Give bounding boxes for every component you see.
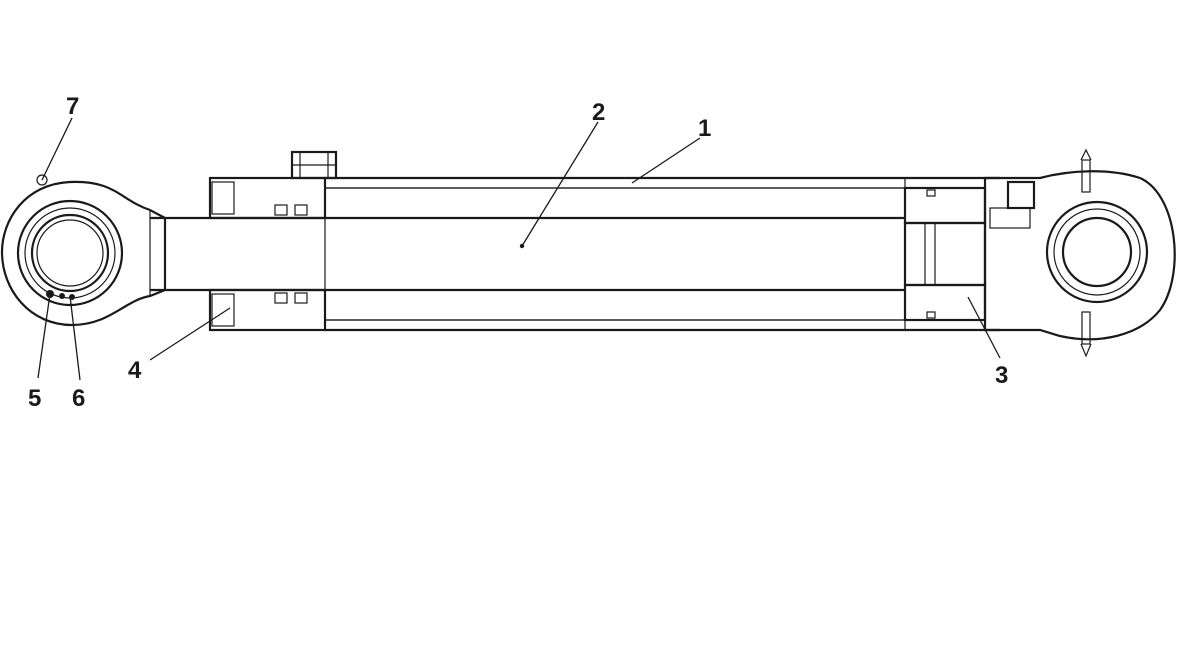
callout-4: 4 — [128, 357, 142, 384]
leader-6 — [69, 295, 81, 381]
leader-lines — [37, 117, 1001, 381]
callout-6: 6 — [72, 385, 85, 412]
rod-end-eye — [0, 174, 167, 327]
callout-3: 3 — [995, 362, 1008, 389]
leader-4 — [149, 307, 231, 361]
piston-rod — [150, 188, 905, 320]
callout-7: 7 — [66, 93, 79, 120]
leader-3 — [967, 296, 1001, 359]
leader-1 — [631, 137, 701, 184]
gland-head — [208, 150, 338, 332]
callout-2: 2 — [592, 99, 605, 126]
cylinder-base-clevis — [983, 148, 1176, 358]
cylinder-barrel — [324, 176, 1000, 332]
leader-2 — [521, 121, 599, 247]
leader-5 — [37, 293, 51, 379]
callout-5: 5 — [28, 385, 41, 412]
callout-1: 1 — [698, 115, 711, 142]
piston — [903, 186, 987, 322]
callouts: 1 2 3 4 5 6 7 — [28, 93, 1008, 412]
leader-7 — [41, 117, 73, 181]
